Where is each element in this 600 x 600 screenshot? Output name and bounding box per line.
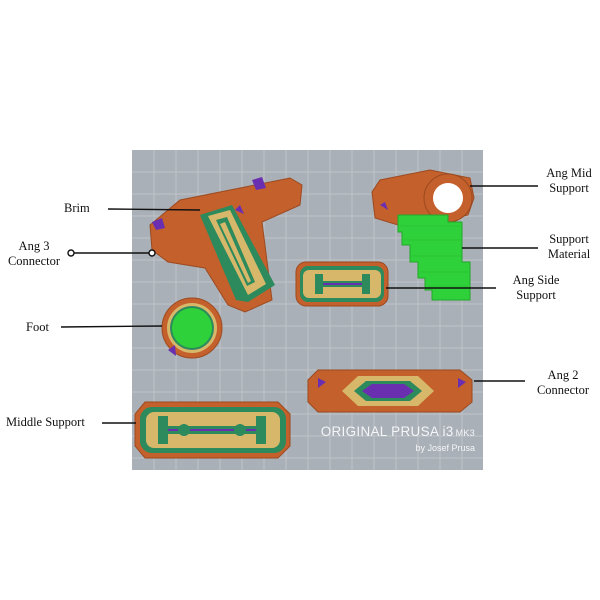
printer-byline: by Josef Prusa [415, 443, 475, 453]
leader-ang3-connector-end [67, 249, 75, 257]
foot-part [161, 297, 223, 359]
leader-ang3-connector-start [148, 249, 156, 257]
middle-support-part [134, 401, 291, 459]
printer-model: MK3 [455, 428, 475, 438]
label-ang-side-support: Ang Side Support [512, 273, 560, 302]
label-ang3-connector: Ang 3 Connector [7, 239, 61, 268]
leader-lines [60, 185, 538, 424]
ang-mid-support-part [371, 169, 475, 226]
ang-side-support-part [295, 261, 389, 307]
label-middle-support: Middle Support [6, 415, 85, 429]
leader-brim [107, 208, 201, 211]
label-brim: Brim [64, 201, 90, 215]
ang3-connector-part [149, 177, 303, 313]
support-material [397, 214, 471, 301]
label-support-material: Support Material [547, 232, 591, 261]
printer-brand-name: ORIGINAL PRUSA i3 [320, 424, 454, 439]
label-ang2-connector: Ang 2 Connector [536, 368, 590, 397]
label-foot: Foot [26, 320, 49, 334]
label-ang-mid-support: Ang Mid Support [546, 166, 592, 195]
leader-foot [60, 325, 163, 328]
ang2-connector-part [307, 369, 473, 413]
